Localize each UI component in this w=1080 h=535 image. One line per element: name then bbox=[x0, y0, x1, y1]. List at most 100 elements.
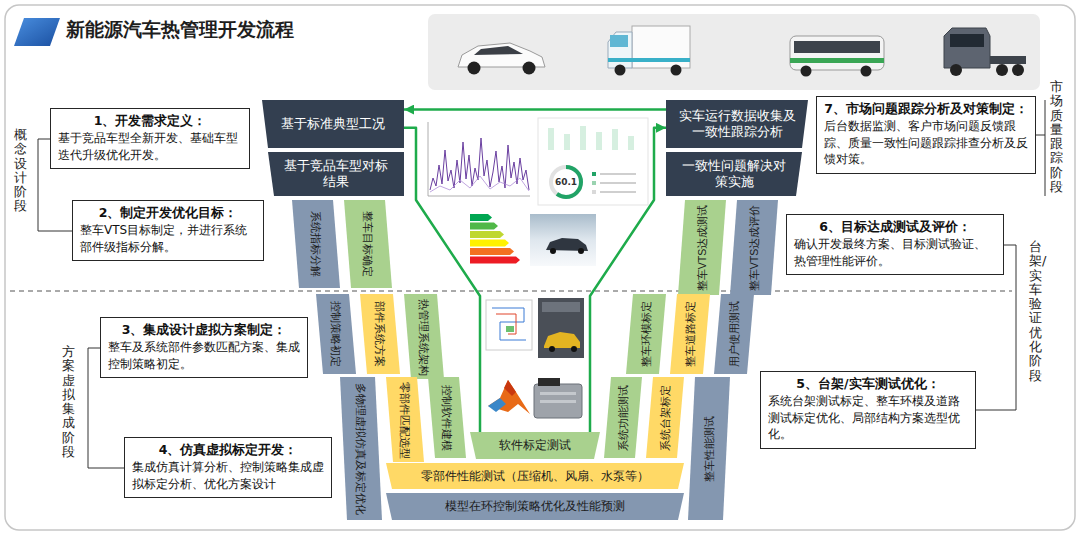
shape-fill bbox=[360, 294, 400, 374]
dashboard-picture bbox=[600, 191, 636, 193]
flow-arrow bbox=[404, 108, 666, 111]
stage-label: 市场质量跟踪阶段 bbox=[1050, 80, 1063, 194]
semi-truck-picture bbox=[944, 28, 990, 68]
callout-body: 后台数据监测、客户市场问题反馈跟踪、质量一致性问题跟踪排查分析及反馈对策。 bbox=[824, 118, 1028, 168]
column-label: 整车道路标定 bbox=[684, 301, 697, 367]
dashboard-picture bbox=[592, 190, 596, 194]
schematic-picture bbox=[506, 326, 514, 332]
schematic-picture bbox=[486, 300, 532, 350]
energy-label-picture bbox=[470, 240, 509, 247]
column-label: 整车VTS达成测试 bbox=[696, 204, 709, 290]
shape-fill bbox=[678, 200, 726, 295]
matlab-logo bbox=[504, 380, 516, 396]
process-column: 整车VTS达成评价 bbox=[730, 200, 778, 295]
dashboard-picture bbox=[592, 181, 596, 185]
truck-picture bbox=[671, 65, 682, 76]
bus-picture bbox=[790, 58, 884, 63]
callout-heading: 3、集成设计虚拟方案制定： bbox=[108, 322, 300, 339]
dashboard-picture bbox=[564, 134, 570, 150]
schematic-picture bbox=[486, 300, 532, 350]
matlab-logo bbox=[488, 380, 530, 414]
suv-picture bbox=[458, 43, 545, 75]
shape-fill bbox=[316, 294, 356, 374]
callout-body: 整车VTS目标制定，并进行系统部件级指标分解。 bbox=[80, 222, 256, 256]
dashboard-picture bbox=[628, 136, 634, 150]
column-label: 整车VTS达成评价 bbox=[748, 204, 761, 290]
climate-chamber-photo bbox=[544, 332, 580, 348]
semi-truck-picture bbox=[944, 28, 1026, 76]
matlab-logo bbox=[488, 380, 530, 414]
process-column: 控制策略初定 bbox=[316, 294, 356, 374]
bus-picture bbox=[790, 36, 884, 70]
matlab-logo bbox=[488, 398, 506, 412]
shape-fill bbox=[262, 100, 404, 148]
process-column: 系统指标分解 bbox=[292, 200, 340, 288]
schematic-picture bbox=[492, 308, 526, 340]
stage-box: 一致性问题解决对策实施 bbox=[666, 152, 802, 196]
energy-label-picture bbox=[470, 214, 520, 264]
process-column: 部件系统方案 bbox=[360, 294, 400, 374]
column-label: 整车性能测试 bbox=[703, 416, 716, 482]
ecu-picture bbox=[534, 384, 582, 418]
stage-label: 台架/实车验证优化阶段 bbox=[1029, 240, 1042, 383]
process-column: 整车环模标定 bbox=[626, 294, 666, 374]
column-label: 热管理系统架构 bbox=[418, 298, 431, 375]
truck-picture bbox=[608, 32, 632, 68]
callout-heading: 5、台架/实车测试优化： bbox=[768, 376, 968, 393]
shape-fill bbox=[268, 152, 404, 196]
callout-box: 1、开发需求定义：基于竞品车型全新开发、基础车型迭代升级优化开发。 bbox=[50, 108, 250, 169]
process-column: 用户使用测试 bbox=[714, 294, 754, 374]
shape-fill bbox=[646, 377, 684, 458]
shape-fill bbox=[344, 200, 392, 288]
callout-box: 7、市场问题跟踪分析及对策制定：后台数据监测、客户市场问题反馈跟踪、质量一致性问… bbox=[816, 96, 1036, 174]
dashboard-picture bbox=[538, 118, 648, 205]
title-tab bbox=[14, 18, 60, 46]
stage-divider bbox=[10, 291, 1012, 292]
dashboard-picture bbox=[600, 173, 636, 175]
dashboard-picture bbox=[592, 172, 596, 176]
ecu-picture bbox=[540, 392, 576, 395]
shape-fill bbox=[730, 200, 778, 295]
vehicle-panel bbox=[428, 14, 1040, 90]
stage-label: 方案虚拟集成阶段 bbox=[62, 345, 75, 459]
snow-test-photo bbox=[530, 214, 596, 266]
dashboard-picture bbox=[551, 167, 581, 197]
callout-heading: 7、市场问题跟踪分析及对策制定： bbox=[824, 101, 1028, 118]
box-label: 基于标准典型工况 bbox=[281, 116, 385, 132]
process-band: 零部件性能测试（压缩机、风扇、水泵等） bbox=[386, 463, 684, 489]
cycle-chart bbox=[422, 118, 530, 202]
shape-fill bbox=[670, 294, 710, 374]
callout-box: 5、台架/实车测试优化：系统台架测试标定、整车环模及道路测试标定优化、局部结构方… bbox=[760, 371, 976, 449]
box-label: 一致性问题解决对策实施 bbox=[678, 158, 790, 191]
semi-truck-picture bbox=[996, 64, 1008, 76]
process-column: 热管理系统架构 bbox=[404, 294, 444, 379]
band-label: 零部件性能测试（压缩机、风扇、水泵等） bbox=[421, 469, 649, 484]
snow-test-photo bbox=[530, 214, 596, 266]
process-column: 整车目标确定 bbox=[344, 200, 392, 288]
gauge-value: 60.1 bbox=[551, 176, 581, 188]
column-label: 零部件匹配选型 bbox=[399, 381, 412, 458]
vehicle-panel bbox=[428, 14, 1040, 90]
callout-heading: 2、制定开发优化目标： bbox=[80, 205, 256, 222]
process-band: 软件标定测试 bbox=[470, 432, 600, 459]
band-label: 软件标定测试 bbox=[499, 438, 571, 453]
bracket-line bbox=[1045, 100, 1046, 196]
climate-chamber-photo bbox=[549, 346, 555, 352]
process-column: 整车性能测试 bbox=[688, 377, 730, 520]
column-label: 系统台架标定 bbox=[659, 385, 672, 451]
shape-fill bbox=[386, 493, 684, 520]
climate-chamber-photo bbox=[538, 298, 584, 358]
process-column: 整车道路标定 bbox=[670, 294, 710, 374]
band-label: 模型在环控制策略优化及性能预测 bbox=[445, 499, 625, 514]
callout-box: 3、集成设计虚拟方案制定：整车及系统部件参数匹配方案、集成控制策略初定。 bbox=[100, 317, 308, 378]
column-label: 多物理虚拟仿真及标定优化 bbox=[355, 383, 368, 515]
cycle-chart bbox=[428, 122, 429, 196]
column-label: 用户使用测试 bbox=[728, 301, 741, 367]
shape-fill bbox=[386, 377, 424, 462]
column-label: 控制策略初定 bbox=[330, 301, 343, 367]
column-label: 系统功能测试 bbox=[617, 385, 630, 451]
shape-fill bbox=[666, 100, 808, 148]
shape-fill bbox=[626, 294, 666, 374]
dashboard-picture bbox=[538, 118, 648, 205]
